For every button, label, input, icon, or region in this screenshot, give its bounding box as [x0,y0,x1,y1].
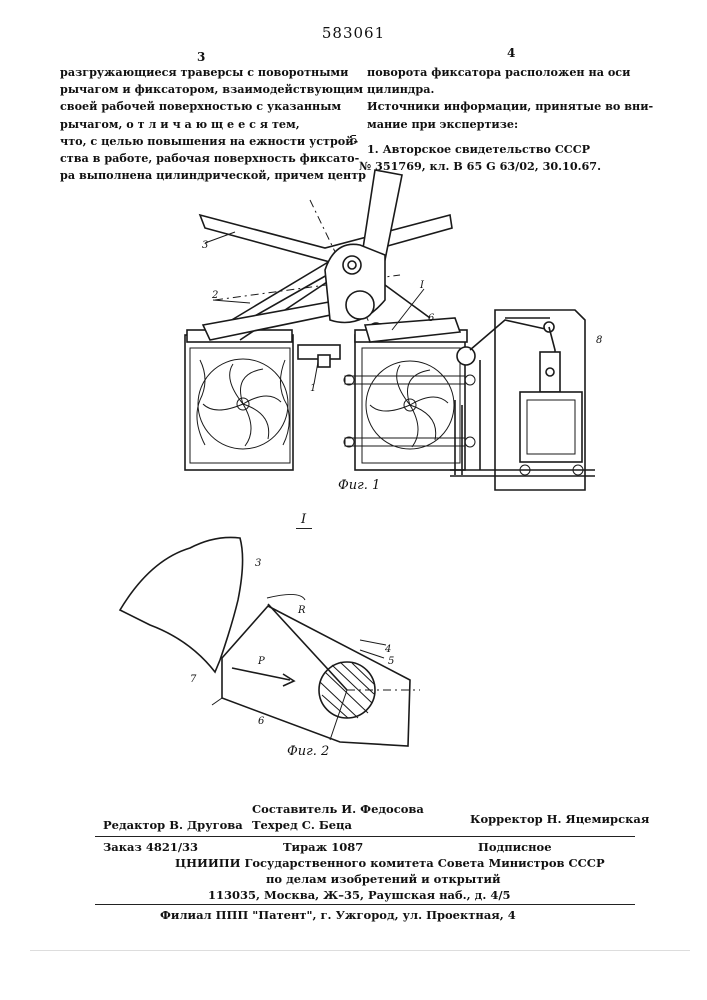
imprint-techred: Техред С. Беца [252,818,352,832]
figure-1-drawing [185,170,595,490]
view-label-underline [296,528,312,529]
imprint-org-line2: по делам изобретений и открытий [266,872,501,886]
fig2-label-4: 4 [384,644,391,655]
imprint-org-line1: ЦНИИПИ Государственного комитета Совета … [175,856,605,870]
imprint-subscription: Подписное [478,840,552,854]
part-3-fragment [120,537,243,672]
scan-artifact-line [30,950,690,951]
fig2-label-P: P [257,656,265,667]
imprint-rule-bottom [95,904,635,905]
fig2-label-R: R [297,605,306,616]
imprint-circulation: Тираж 1087 [283,840,363,854]
right-housing [355,335,465,470]
figure-2-caption: Фиг. 2 [287,744,329,759]
imprint-branch: Филиал ППП "Патент", г. Ужгород, ул. Про… [160,908,516,922]
imprint-address: 113035, Москва, Ж–35, Раушская наб., д. … [208,888,511,902]
left-housing [185,335,293,470]
fig1-label-6: 6 [428,313,435,324]
figure-2-view-label: I [301,512,306,527]
figure-2-drawing [120,537,420,746]
figure-1-caption: Фиг. 1 [338,478,380,493]
fig1-label-2: 2 [211,290,218,301]
imprint-rule-top [95,836,635,837]
imprint-compiler: Составитель И. Федосова [252,802,424,816]
fig2-label-3: 3 [255,558,261,569]
fig1-label-1: 1 [310,383,316,394]
fig1-label-8: 8 [596,335,602,346]
imprint-order: Заказ 4821/33 [103,840,198,854]
fig2-label-7: 7 [190,674,197,685]
fig2-label-6: 6 [258,716,265,727]
traverse-3 [200,215,452,262]
imprint-corrector: Корректор Н. Яцемирская [470,812,649,826]
fig2-label-5: 5 [388,656,394,667]
imprint-editor: Редактор В. Другова [103,818,243,832]
actuator-body [520,392,582,462]
part-6-lever [222,606,410,746]
